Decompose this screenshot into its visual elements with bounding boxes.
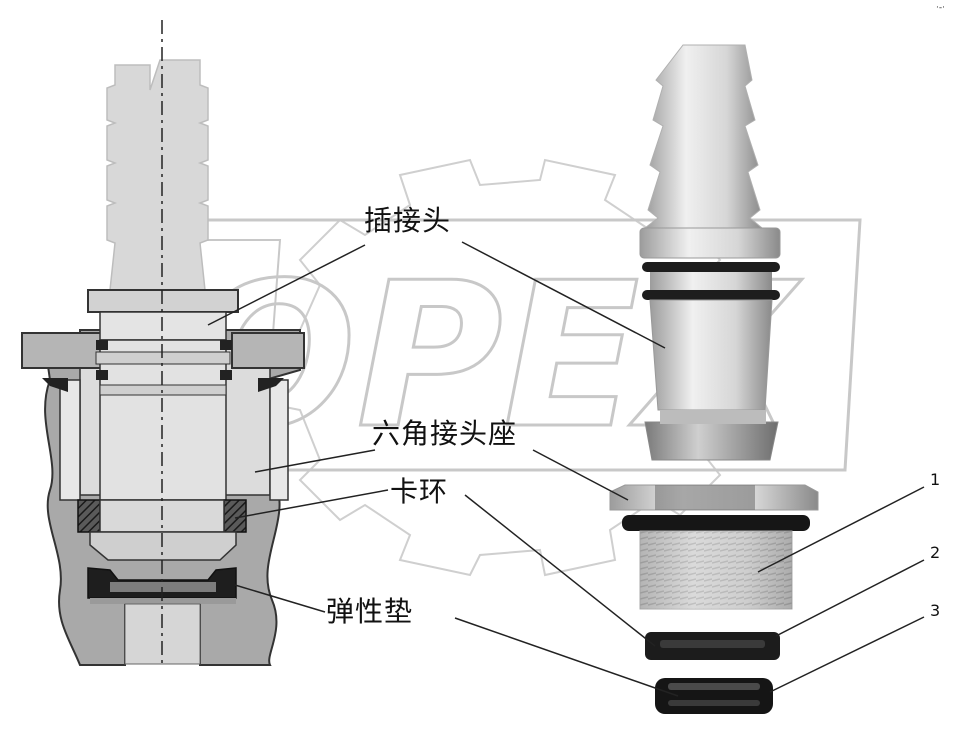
corner-mark: ·-· [936, 3, 945, 13]
snap-ring-section-left [77, 499, 101, 533]
exploded-parts [609, 44, 819, 714]
plug-tube [106, 59, 209, 291]
callout-3: 3 [930, 601, 941, 620]
leader-lines [207, 241, 925, 697]
label-plug: 插接头 [364, 204, 452, 237]
snap-ring-part [645, 632, 780, 660]
label-elastic-pad: 弹性垫 [326, 595, 414, 628]
hex-seat-part [609, 484, 819, 610]
callout-1: 1 [930, 470, 941, 489]
elastic-pad-part [655, 678, 773, 714]
cross-section-drawing [21, 20, 305, 666]
plug-part [639, 44, 781, 461]
label-snap-ring: 卡环 [390, 475, 449, 508]
callout-2: 2 [930, 543, 941, 562]
label-hex-seat: 六角接头座 [372, 417, 518, 450]
